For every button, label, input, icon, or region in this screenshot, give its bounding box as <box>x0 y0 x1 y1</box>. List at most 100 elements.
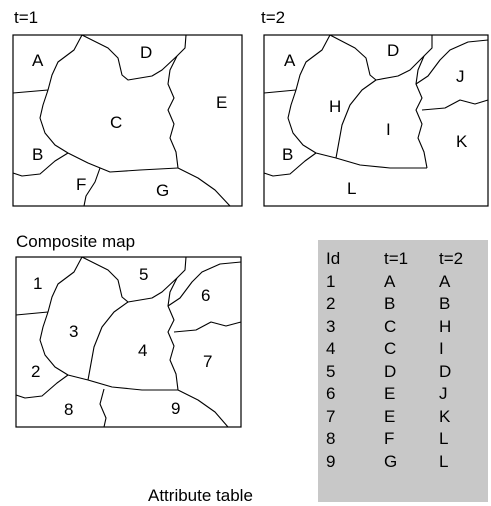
region-boundary <box>415 39 489 85</box>
region-boundary <box>335 79 377 159</box>
cell-t1: D <box>384 361 397 381</box>
region-boundary <box>87 301 129 381</box>
cell-t2: K <box>439 406 451 426</box>
cell-id: 2 <box>326 294 336 313</box>
cell-t2: D <box>439 361 452 381</box>
region-label: A <box>284 51 296 70</box>
region-boundary <box>39 311 69 376</box>
region-boundary <box>15 311 49 316</box>
region-boundary <box>12 89 49 94</box>
region-label: L <box>347 179 356 198</box>
region-boundary <box>47 256 83 313</box>
attribute-table-grid: Id t=1 t=2 1 A A 2 B B 3 C H 4 <box>326 248 479 473</box>
region-boundary <box>67 374 89 381</box>
region-boundary <box>99 388 107 428</box>
cell-t1: C <box>384 339 397 358</box>
region-boundary <box>415 55 428 169</box>
cell-t2: J <box>439 384 448 403</box>
map-t2-title: t=2 <box>261 8 286 27</box>
table-row: 4 C I <box>326 338 479 361</box>
region-boundary <box>12 152 69 177</box>
cell-t1: C <box>384 316 397 336</box>
region-boundary <box>167 261 242 307</box>
cell-t1: G <box>384 451 398 471</box>
region-label: H <box>329 97 341 116</box>
region-boundary <box>167 277 179 391</box>
region-label: B <box>32 145 43 164</box>
region-boundary <box>335 157 427 169</box>
map-frame <box>15 256 242 428</box>
cell-id: 6 <box>326 384 336 403</box>
cell-t1: B <box>384 294 396 313</box>
table-row: 1 A A <box>326 271 479 294</box>
region-label: B <box>282 145 293 164</box>
region-label: G <box>156 181 169 200</box>
map-frame <box>263 34 489 207</box>
region-label: 2 <box>31 362 40 381</box>
region-boundary <box>177 389 229 428</box>
region-boundary <box>329 34 433 81</box>
cell-id: 4 <box>326 339 336 358</box>
region-boundary <box>263 89 297 94</box>
region-label: D <box>387 41 399 60</box>
table-row: 9 G L <box>326 451 479 474</box>
region-label: K <box>456 132 468 151</box>
table-row: 7 E K <box>326 406 479 429</box>
region-boundary <box>421 99 489 111</box>
table-row: 2 B B <box>326 293 479 316</box>
cell-t1: F <box>384 429 395 448</box>
region-label: D <box>140 43 152 62</box>
region-boundary <box>15 374 69 399</box>
column-header-id: Id <box>326 249 341 268</box>
region-label: J <box>456 67 465 86</box>
region-label: E <box>216 93 227 112</box>
region-boundary <box>287 89 317 154</box>
cell-t2: H <box>439 316 452 336</box>
region-label: 4 <box>138 341 147 360</box>
cell-t1: E <box>384 384 396 403</box>
region-boundary <box>167 55 179 169</box>
cell-id: 5 <box>326 361 336 381</box>
region-boundary <box>177 167 231 207</box>
map-t1-title: t=1 <box>14 8 39 27</box>
table-row: 3 C H <box>326 316 479 339</box>
region-boundary <box>173 321 242 333</box>
composite-map-title: Composite map <box>16 232 136 251</box>
cell-t2: L <box>439 451 449 471</box>
cell-id: 8 <box>326 429 336 448</box>
region-boundary <box>81 256 187 303</box>
cell-t1: A <box>384 271 396 291</box>
region-label: F <box>76 175 86 194</box>
cell-t2: L <box>439 429 449 448</box>
attribute-table: Id t=1 t=2 1 A A 2 B B 3 C H 4 <box>318 240 488 502</box>
region-label: 5 <box>139 265 148 284</box>
region-label: I <box>386 120 391 139</box>
region-boundary <box>295 34 331 91</box>
region-label: 7 <box>203 352 212 371</box>
cell-t2: A <box>439 271 451 291</box>
cell-t2: I <box>439 339 444 358</box>
region-boundary <box>81 34 187 81</box>
table-header-row: Id t=1 t=2 <box>326 248 479 271</box>
region-label: A <box>32 51 44 70</box>
region-label: 8 <box>64 400 73 419</box>
table-row: 8 F L <box>326 428 479 451</box>
attribute-table-caption: Attribute table <box>148 486 253 505</box>
region-label: 3 <box>69 322 78 341</box>
table-row: 6 E J <box>326 383 479 406</box>
cell-id: 1 <box>326 271 336 291</box>
region-label: 9 <box>171 399 180 418</box>
cell-t1: E <box>384 406 396 426</box>
cell-id: 7 <box>326 406 336 426</box>
map-frame <box>12 34 243 207</box>
region-label: 6 <box>201 286 210 305</box>
region-boundary <box>39 89 69 154</box>
region-boundary <box>87 379 178 391</box>
cell-t2: B <box>439 294 451 313</box>
cell-id: 9 <box>326 451 336 471</box>
region-label: 1 <box>33 274 42 293</box>
region-boundary <box>263 152 317 177</box>
